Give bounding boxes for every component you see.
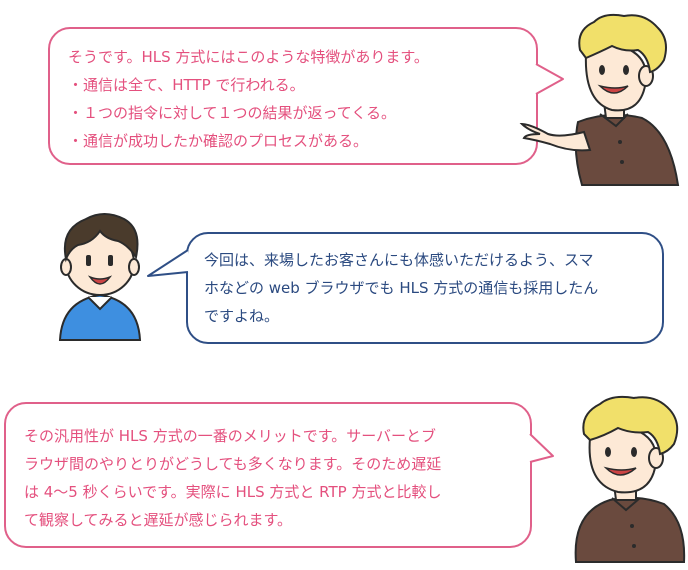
bubble-2-line-3: ですよね。 bbox=[204, 307, 280, 325]
blonde-man-illustration-2 bbox=[574, 395, 686, 563]
blonde-man-illustration bbox=[519, 13, 680, 186]
bubble-2-line-2: ホなどの web ブラウザでも HLS 方式の通信も採用したん bbox=[204, 279, 599, 297]
bubble-1-line-2: ・通信は全て、HTTP で行われる。 bbox=[68, 76, 305, 94]
bubble-3-line-3: は 4〜5 秒くらいです。実際に HLS 方式と RTP 方式と比較し bbox=[24, 483, 442, 501]
bubble-3-line-1: その汎用性が HLS 方式の一番のメリットです。サーバーとブ bbox=[24, 427, 437, 445]
speech-bubble-3-tail bbox=[529, 433, 554, 463]
bubble-1-line-3: ・１つの指令に対して１つの結果が返ってくる。 bbox=[68, 104, 397, 122]
speech-bubble-2-tail bbox=[147, 249, 189, 277]
bubble-1-line-1: そうです。HLS 方式にはこのような特徴があります。 bbox=[68, 48, 429, 66]
speech-bubble-2: 今回は、来場したお客さんにも体感いただけるよう、スマ ホなどの web ブラウザ… bbox=[186, 232, 664, 344]
speech-bubble-1-tail bbox=[535, 63, 564, 95]
bubble-3-line-2: ラウザ間のやりとりがどうしても多くなります。そのため遅延 bbox=[24, 455, 442, 473]
bubble-1-line-4: ・通信が成功したか確認のプロセスがある。 bbox=[68, 132, 369, 150]
bubble-2-line-1: 今回は、来場したお客さんにも体感いただけるよう、スマ bbox=[204, 251, 594, 269]
speech-bubble-3: その汎用性が HLS 方式の一番のメリットです。サーバーとブ ラウザ間のやりとり… bbox=[4, 402, 532, 548]
bubble-3-line-4: て観察してみると遅延が感じられます。 bbox=[24, 511, 293, 529]
boy-illustration bbox=[58, 213, 142, 341]
speech-bubble-1: そうです。HLS 方式にはこのような特徴があります。 ・通信は全て、HTTP で… bbox=[48, 27, 538, 165]
